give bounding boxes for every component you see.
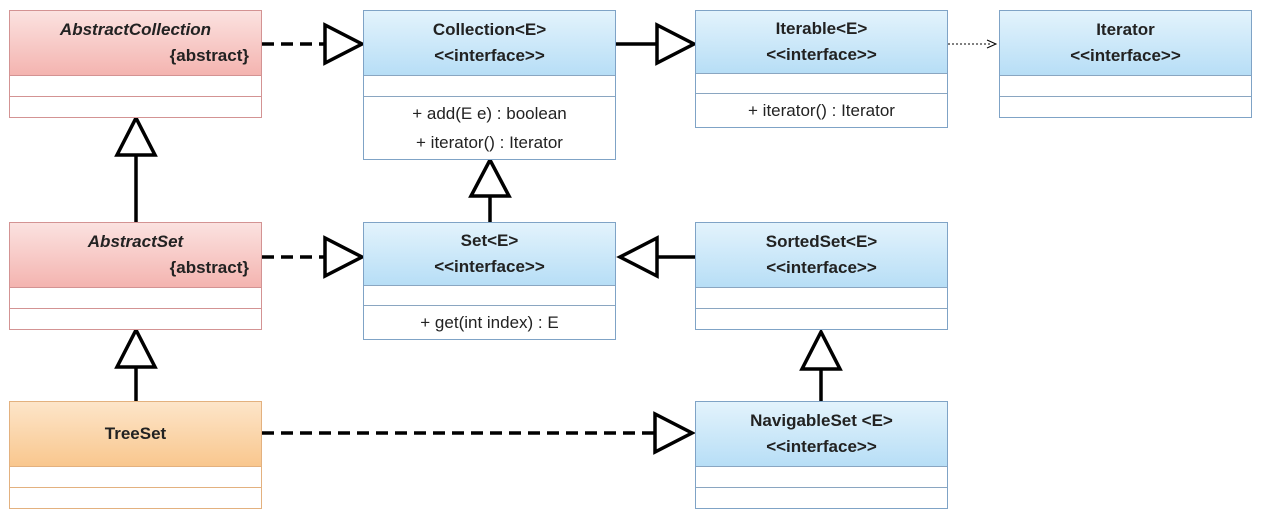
class-stereotype: <<interface>> [766,44,877,64]
class-name: Iterable<E> [775,18,868,38]
class-header: AbstractCollection {abstract} [10,11,261,76]
class-header: SortedSet<E> <<interface>> [696,223,947,288]
class-header: AbstractSet {abstract} [10,223,261,288]
class-abstractcollection[interactable]: AbstractCollection {abstract} [9,10,262,118]
arrowhead-iterable [655,22,698,66]
class-stereotype: <<interface>> [1070,46,1181,65]
attributes-section [696,73,947,94]
operations-section: + add(E e) : boolean + iterator() : Iter… [364,97,615,159]
class-name: AbstractSet [87,232,184,251]
arrowhead-abstractcollection [114,114,158,157]
operations-section [10,97,261,117]
class-header: Iterator <<interface>> [1000,11,1251,76]
class-stereotype: <<interface>> [766,437,877,456]
attributes-section [696,288,947,309]
operations-section: + get(int index) : E [364,306,615,339]
attributes-section [364,76,615,97]
arrowhead-navigableset [653,411,696,455]
class-stereotype: {abstract} [169,46,249,65]
arrowhead-abstractset [114,326,158,369]
class-name: NavigableSet <E> [750,411,893,430]
class-stereotype: <<interface>> [434,46,545,65]
arrowhead-sortedset [799,328,843,371]
dependency-arrowhead [986,39,998,49]
class-stereotype: {abstract} [169,258,249,277]
class-name: SortedSet<E> [765,232,878,251]
method-add: + add(E e) : boolean [412,104,567,123]
attributes-section [364,285,615,306]
class-header: Collection<E> <<interface>> [364,11,615,76]
arrowhead-collection-generalization [468,156,512,198]
class-stereotype: <<interface>> [434,256,545,276]
operations-section [10,309,261,329]
method-iterator: + iterator() : Iterator [748,101,895,120]
attributes-section [10,76,261,97]
attributes-section [1000,76,1251,97]
arrowhead-set-realization [323,235,366,279]
class-header: Iterable<E> <<interface>> [696,11,947,74]
class-name: Set<E> [460,230,519,250]
class-name: AbstractCollection [59,20,212,39]
method-iterator: + iterator() : Iterator [416,133,563,152]
operations-section [696,309,947,329]
interface-iterable[interactable]: Iterable<E> <<interface>> + iterator() :… [695,10,948,128]
attributes-section [10,467,261,488]
class-stereotype: <<interface>> [766,258,877,277]
attributes-section [10,288,261,309]
class-abstractset[interactable]: AbstractSet {abstract} [9,222,262,330]
operations-section: + iterator() : Iterator [696,94,947,127]
operations-section [10,488,261,508]
method-get: + get(int index) : E [420,313,559,332]
interface-iterator[interactable]: Iterator <<interface>> [999,10,1252,118]
arrowhead-set-generalization [616,235,659,279]
class-header: NavigableSet <E> <<interface>> [696,402,947,467]
attributes-section [696,467,947,488]
interface-sortedset[interactable]: SortedSet<E> <<interface>> [695,222,948,330]
class-header: TreeSet [10,402,261,467]
operations-section [696,488,947,508]
class-name: Iterator [1096,20,1155,39]
interface-navigableset[interactable]: NavigableSet <E> <<interface>> [695,401,948,509]
interface-collection[interactable]: Collection<E> <<interface>> + add(E e) :… [363,10,616,160]
class-treeset[interactable]: TreeSet [9,401,262,509]
class-name: TreeSet [104,424,167,443]
arrowhead-collection [323,22,366,66]
operations-section [1000,97,1251,117]
interface-set[interactable]: Set<E> <<interface>> + get(int index) : … [363,222,616,340]
class-header: Set<E> <<interface>> [364,223,615,286]
class-name: Collection<E> [432,20,547,39]
